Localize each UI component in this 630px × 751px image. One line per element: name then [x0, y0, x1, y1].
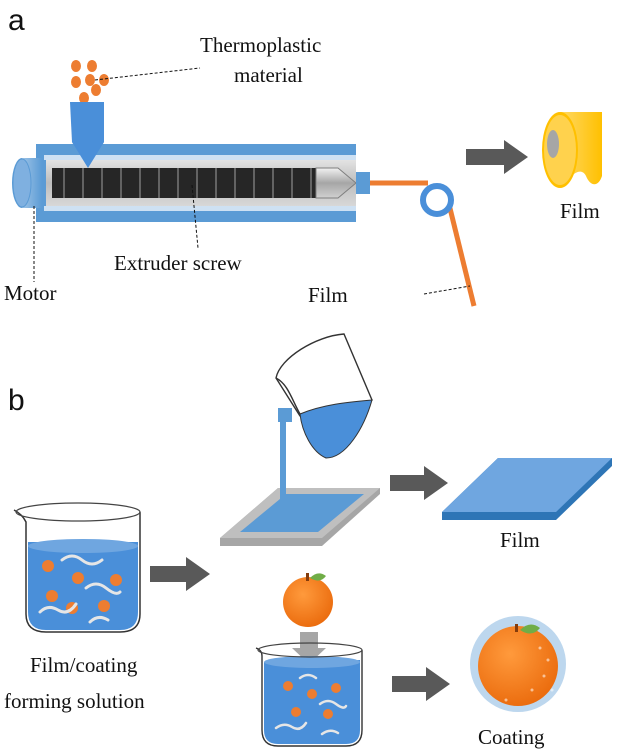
film-sheet-label: Film: [500, 528, 540, 552]
extruder-screw: [52, 167, 357, 199]
panel-b-label: b: [8, 384, 25, 417]
screw-tip: [315, 167, 357, 199]
thermoplastic-pellets: [71, 60, 109, 104]
extruder-die: [356, 172, 370, 194]
guide-roller: [420, 183, 454, 217]
casting-plate: [220, 488, 380, 546]
material-leader-line: [94, 67, 201, 81]
dipping-beaker: [255, 642, 363, 747]
dipping-arrow: [292, 632, 326, 664]
extruder-screw-label: Extruder screw: [114, 251, 243, 275]
coating-label: Coating: [478, 725, 545, 749]
process-arrow-b3: [392, 667, 450, 701]
coated-orange: [470, 616, 566, 712]
film-roll: [542, 112, 602, 188]
film-roll-label: Film: [560, 199, 600, 223]
orange-fruit: [283, 573, 333, 627]
pouring-cup: [275, 333, 373, 459]
process-arrow-b1: [150, 557, 210, 591]
motor-label: Motor: [4, 281, 57, 305]
film-leader-line: [423, 285, 471, 295]
thermoplastic-label: Thermoplastic: [200, 33, 321, 57]
film-strip-label: Film: [308, 283, 348, 307]
screw-leader-line: [191, 184, 199, 249]
film-sheet: [442, 458, 612, 520]
pouring-stream: [280, 420, 286, 520]
solution-beaker: [13, 502, 141, 633]
panel-a-label: a: [8, 4, 25, 37]
material-label: material: [234, 63, 303, 87]
process-arrow-b2: [390, 466, 448, 500]
process-arrow-a: [466, 140, 528, 174]
solution-label-line2: forming solution: [4, 689, 145, 713]
solution-label-line1: Film/coating: [30, 653, 138, 677]
